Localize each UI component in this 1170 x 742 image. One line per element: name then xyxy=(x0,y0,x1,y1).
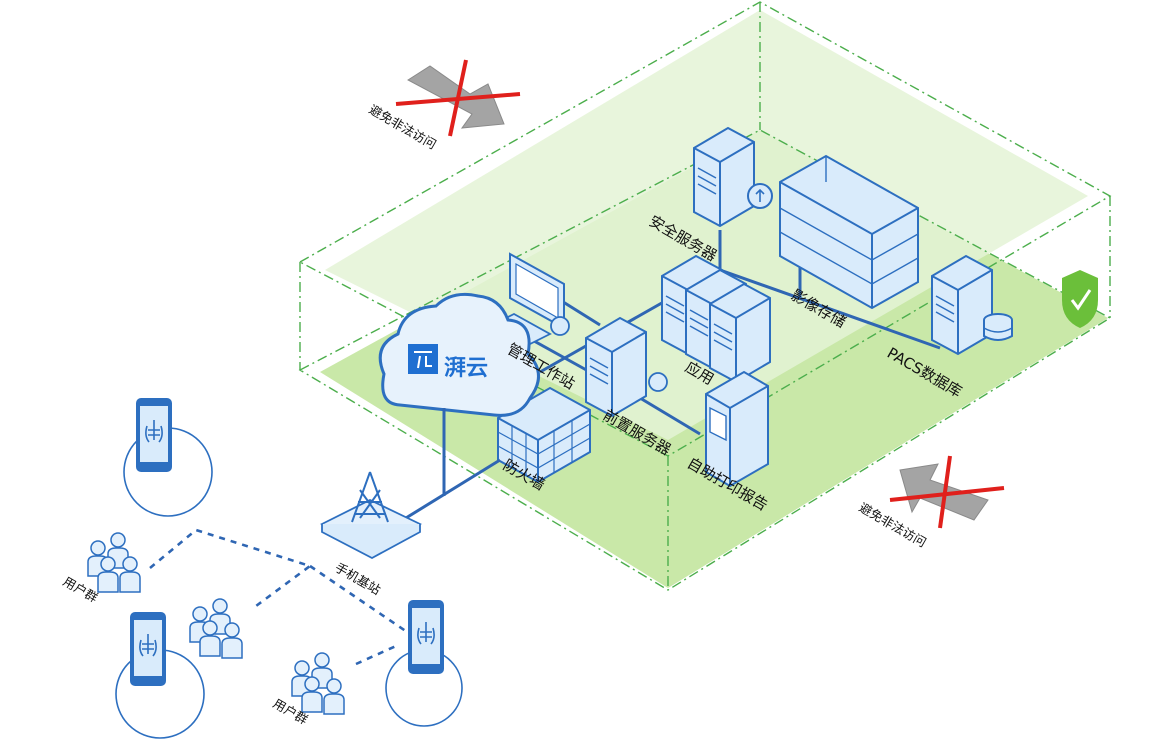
avoid-access-label-top: 避免非法访问 xyxy=(367,102,439,152)
phone-icon xyxy=(135,397,173,473)
phone-bubble-top xyxy=(123,397,213,517)
base-station-label: 手机基站 xyxy=(333,560,384,598)
user-group-label-left: 用户群 xyxy=(61,574,101,606)
avoid-access-label-bottom: 避免非法访问 xyxy=(857,500,929,550)
blocked-access-bottom: 避免非法访问 xyxy=(857,455,1005,550)
blocked-access-top: 避免非法访问 xyxy=(367,59,521,152)
cloud-icon: 湃云 xyxy=(378,292,540,417)
people-icon xyxy=(87,532,141,593)
people-icon xyxy=(189,598,243,659)
phone-icon xyxy=(407,599,445,675)
dashed-links xyxy=(149,528,411,666)
cross-icon xyxy=(395,59,521,137)
phone-bubble-right xyxy=(385,599,463,727)
tower-icon xyxy=(320,471,422,560)
phone-bubble-bottom xyxy=(115,611,205,739)
cloud-name: 湃云 xyxy=(444,356,488,381)
kiosk-icon xyxy=(705,370,769,488)
people-icon xyxy=(291,652,345,715)
security-server-icon xyxy=(693,127,773,227)
pacs-server-icon xyxy=(931,255,1013,355)
cross-icon xyxy=(889,455,1005,529)
image-storage-icon xyxy=(779,154,919,310)
front-server-icon xyxy=(585,317,668,417)
phone-icon xyxy=(129,611,167,687)
firewall-icon xyxy=(497,386,591,484)
shield-check-icon xyxy=(1062,270,1098,328)
